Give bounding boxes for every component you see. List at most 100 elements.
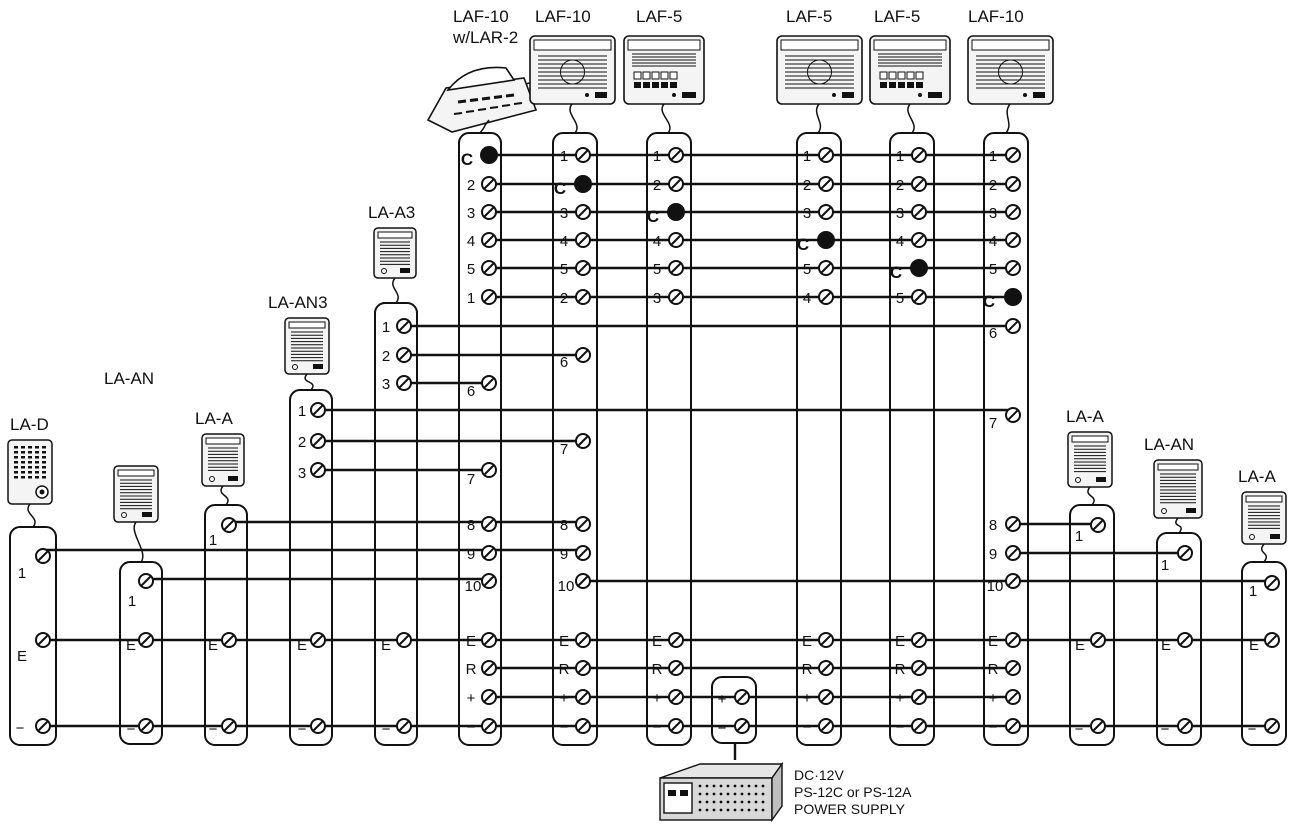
- screw-terminal: [1090, 718, 1106, 734]
- terminal-label: E: [297, 637, 307, 654]
- cable: [907, 103, 915, 134]
- cable: [479, 119, 490, 134]
- screw-terminal: [221, 718, 237, 734]
- sub-station-speaker: [1067, 431, 1113, 488]
- terminal-label: 1: [382, 319, 390, 336]
- terminal-label: 5: [896, 290, 904, 307]
- terminal-label: 2: [653, 177, 661, 194]
- screw-terminal: [575, 204, 591, 220]
- screw-terminal: [575, 718, 591, 734]
- terminal-label: 1: [467, 290, 475, 307]
- master-station-speaker: [529, 35, 616, 105]
- terminal-label: −: [653, 719, 662, 736]
- screw-terminal: [481, 289, 497, 305]
- screw-terminal: [818, 718, 834, 734]
- terminal-label: 4: [803, 290, 811, 307]
- terminal-label: E: [652, 633, 662, 650]
- screw-terminal: [1264, 632, 1280, 648]
- terminal-label: +: [989, 690, 998, 707]
- common-terminal: [667, 203, 685, 221]
- terminal-label: 8: [467, 517, 475, 534]
- screw-terminal: [911, 632, 927, 648]
- cable: [220, 485, 229, 506]
- device-label: LAF-10: [968, 7, 1024, 26]
- terminal-label: −: [560, 719, 569, 736]
- desk-master-station: [426, 66, 539, 133]
- terminal-label: 1: [803, 148, 811, 165]
- terminal-label: 9: [989, 546, 997, 563]
- screw-terminal: [396, 632, 412, 648]
- common-terminal: [1004, 288, 1022, 306]
- screw-terminal: [668, 718, 684, 734]
- device-label: LA-AN: [1144, 435, 1194, 454]
- terminal-label: 2: [803, 177, 811, 194]
- screw-terminal: [668, 632, 684, 648]
- terminal-label: −: [127, 721, 136, 738]
- cable: [27, 503, 36, 528]
- device-label: LA-A: [195, 409, 233, 428]
- terminal-label: 7: [560, 441, 568, 458]
- terminal-label: E: [559, 633, 569, 650]
- screw-terminal: [1090, 517, 1106, 533]
- screw-terminal: [1177, 718, 1193, 734]
- common-label: C: [983, 292, 995, 311]
- terminal-label: 1: [298, 403, 306, 420]
- terminal-label: +: [467, 690, 476, 707]
- terminal-label: 1: [1075, 528, 1083, 545]
- screw-terminal: [734, 689, 750, 705]
- terminal-label: 2: [298, 434, 306, 451]
- terminal-label: −: [298, 721, 307, 738]
- screw-terminal: [1005, 689, 1021, 705]
- screw-terminal: [310, 462, 326, 478]
- screw-terminal: [396, 347, 412, 363]
- terminal-label: 7: [467, 471, 475, 488]
- screw-terminal: [1177, 632, 1193, 648]
- screw-terminal: [396, 318, 412, 334]
- common-label: C: [461, 150, 473, 169]
- screw-terminal: [818, 289, 834, 305]
- power-supply-unit: [659, 761, 784, 823]
- terminal-label: 2: [382, 348, 390, 365]
- screw-terminal: [481, 232, 497, 248]
- master-station-keys: [869, 35, 951, 105]
- terminal-label: 5: [653, 261, 661, 278]
- terminal-label: 6: [560, 354, 568, 371]
- terminal-label: 1: [653, 148, 661, 165]
- screw-terminal: [911, 289, 927, 305]
- screw-terminal: [481, 689, 497, 705]
- screw-terminal: [481, 260, 497, 276]
- terminal-label: +: [803, 690, 812, 707]
- terminal-label: 3: [560, 205, 568, 222]
- terminal-label: 1: [560, 148, 568, 165]
- terminal-label: −: [16, 720, 25, 737]
- terminal-label: E: [802, 633, 812, 650]
- screw-terminal: [35, 548, 51, 564]
- terminal-label: 3: [382, 376, 390, 393]
- screw-terminal: [818, 176, 834, 192]
- terminal-label: 1: [18, 565, 26, 582]
- device-label: LAF-10: [535, 7, 591, 26]
- screw-terminal: [35, 718, 51, 734]
- terminal-label: 1: [128, 593, 136, 610]
- screw-terminal: [1005, 260, 1021, 276]
- screw-terminal: [575, 289, 591, 305]
- terminal-label: 5: [803, 261, 811, 278]
- screw-terminal: [818, 632, 834, 648]
- terminal-label: E: [1075, 637, 1085, 654]
- terminal-label: 3: [989, 205, 997, 222]
- screw-terminal: [575, 660, 591, 676]
- common-terminal: [817, 231, 835, 249]
- terminal-label: 9: [560, 546, 568, 563]
- screw-terminal: [575, 689, 591, 705]
- screw-terminal: [575, 232, 591, 248]
- terminal-label: R: [652, 661, 663, 678]
- device-label: LA-D: [10, 415, 49, 434]
- terminal-label: E: [126, 637, 136, 654]
- terminal-label: R: [466, 661, 477, 678]
- screw-terminal: [1264, 718, 1280, 734]
- sub-station-speaker: [1241, 491, 1287, 545]
- terminal-label: 7: [989, 415, 997, 432]
- device-label: LA-AN: [104, 369, 154, 388]
- screw-terminal: [1005, 516, 1021, 532]
- screw-terminal: [1005, 204, 1021, 220]
